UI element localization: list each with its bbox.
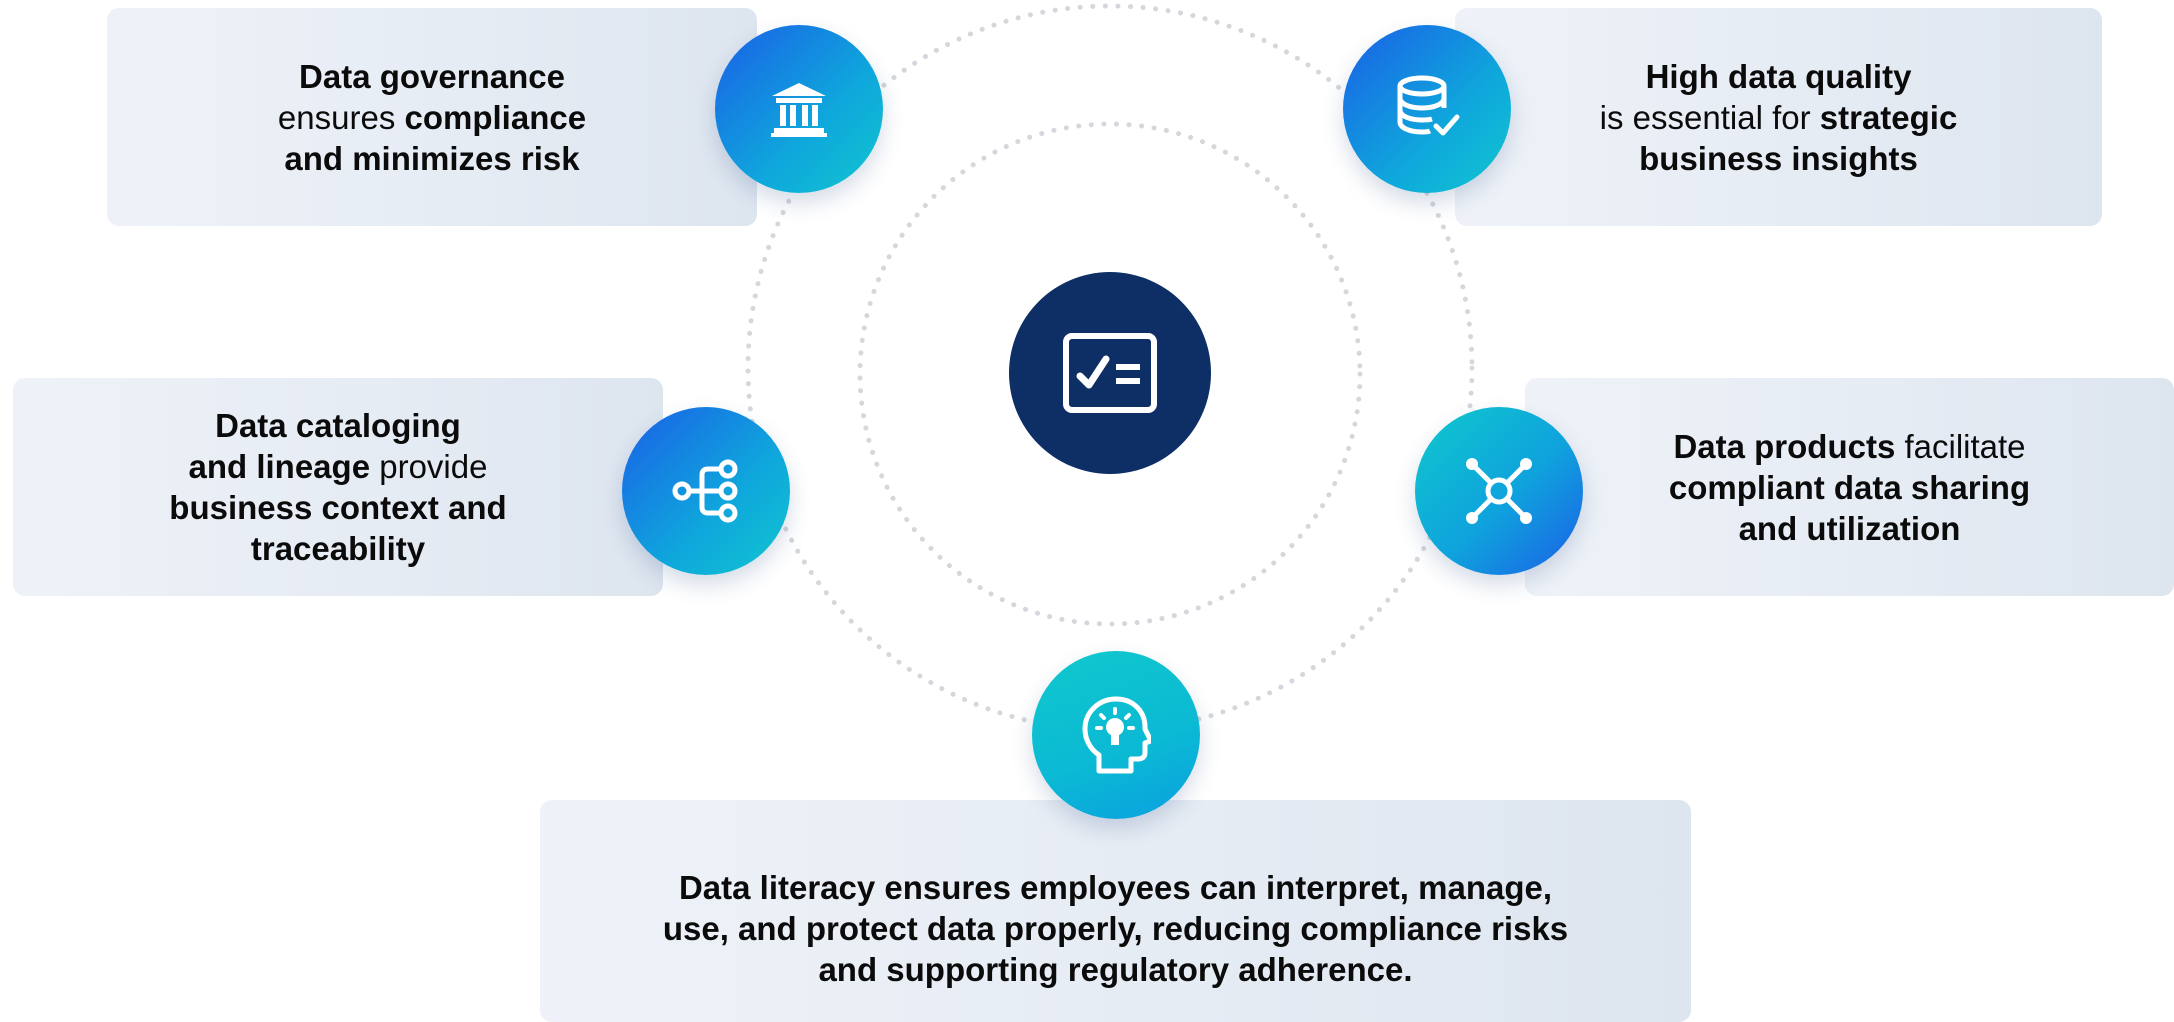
card-data-products: Data products facilitate compliant data … [1525,378,2174,596]
node-quality [1343,25,1511,193]
governance-text: ensures [277,98,405,136]
central-hub [1009,272,1211,474]
governance-emphasis: compliance [404,98,587,136]
cataloging-title: Data cataloging [215,407,461,444]
products-emphasis: compliant data sharing [1668,468,2031,506]
cataloging-text-bold: business context and [169,489,507,526]
node-products [1415,407,1583,575]
node-governance [715,25,883,193]
literacy-line-1: Data literacy ensures employees can inte… [678,868,1553,906]
cataloging-text: provide [370,448,488,485]
checklist-icon [1063,333,1157,413]
head-lightbulb-icon [1082,696,1151,774]
card-data-quality: High data quality is essential for strat… [1455,8,2102,226]
node-cataloging [622,407,790,575]
lineage-tree-icon [672,459,738,523]
network-hub-icon [1466,458,1532,524]
literacy-line-2: use, and protect data properly, reducing… [662,909,1569,947]
cataloging-text-bold-2: traceability [250,530,426,567]
card-data-literacy: Data literacy ensures employees can inte… [540,800,1691,1022]
card-data-governance: Data governance ensures compliance and m… [107,8,757,226]
governance-text-bold: and minimizes risk [284,139,580,177]
governance-title: Data governance [299,57,565,95]
quality-text: is essential for [1599,98,1820,136]
cataloging-emphasis: and lineage [188,448,371,485]
products-text: facilitate [1895,427,2026,465]
quality-text-bold: business insights [1639,139,1918,177]
quality-title: High data quality [1645,57,1912,95]
products-text-bold: and utilization [1738,509,1961,547]
bank-building-icon [771,83,827,137]
products-title: Data products [1673,427,1896,465]
quality-emphasis: strategic [1819,98,1958,136]
inner-dotted-ring [857,121,1363,627]
card-data-cataloging: Data cataloging and lineage provide busi… [13,378,663,596]
node-literacy [1032,651,1200,819]
literacy-line-3: and supporting regulatory adherence. [818,950,1413,988]
database-check-icon [1397,75,1460,136]
